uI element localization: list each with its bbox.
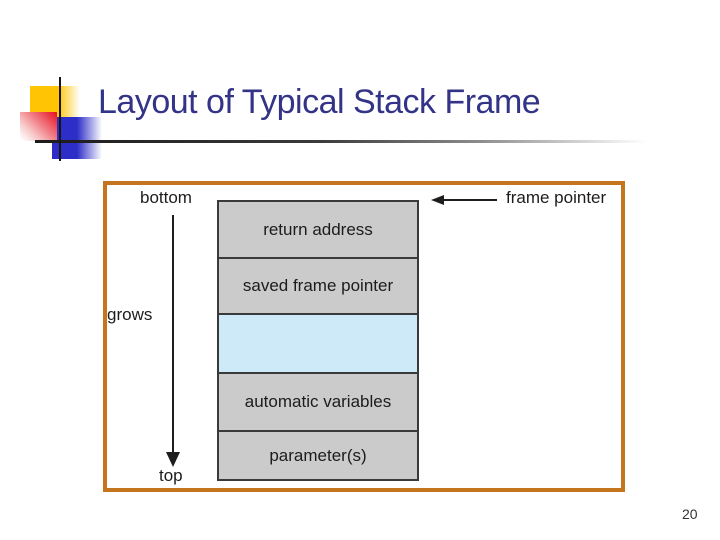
stack-row-label: saved frame pointer <box>242 276 394 295</box>
stack-row-label: return address <box>263 219 373 239</box>
stack-row-return-address: return address <box>219 202 417 257</box>
decoration-red-square <box>20 112 57 141</box>
grow-arrow-shaft <box>172 215 174 453</box>
stack-row-saved-frame-pointer: saved frame pointer <box>219 257 417 313</box>
label-grows: grows <box>107 305 153 324</box>
frame-pointer-arrow-shaft <box>443 199 497 201</box>
label-frame-pointer: frame pointer <box>506 188 607 207</box>
decoration-yellow-square <box>30 86 80 117</box>
frame-pointer-arrowhead-icon <box>431 195 444 205</box>
slide-title: Layout of Typical Stack Frame <box>98 83 541 121</box>
label-top: top <box>159 466 183 485</box>
decoration-vertical-line <box>59 77 61 161</box>
stack-frame-diagram: bottom frame pointer grows top return ad… <box>103 181 625 492</box>
label-bottom: bottom <box>140 188 192 207</box>
page-number: 20 <box>682 506 698 522</box>
stack-row-label: automatic variables <box>244 392 392 411</box>
stack-row-automatic-variables: automatic variables <box>219 372 417 430</box>
stack-row-unlabeled-blue <box>219 313 417 372</box>
stack-column: return address saved frame pointer autom… <box>217 200 419 481</box>
title-underline-rule <box>35 140 665 143</box>
stack-row-parameters: parameter(s) <box>219 430 417 479</box>
grow-arrowhead-icon <box>166 452 180 467</box>
stack-row-label: parameter(s) <box>269 445 367 465</box>
